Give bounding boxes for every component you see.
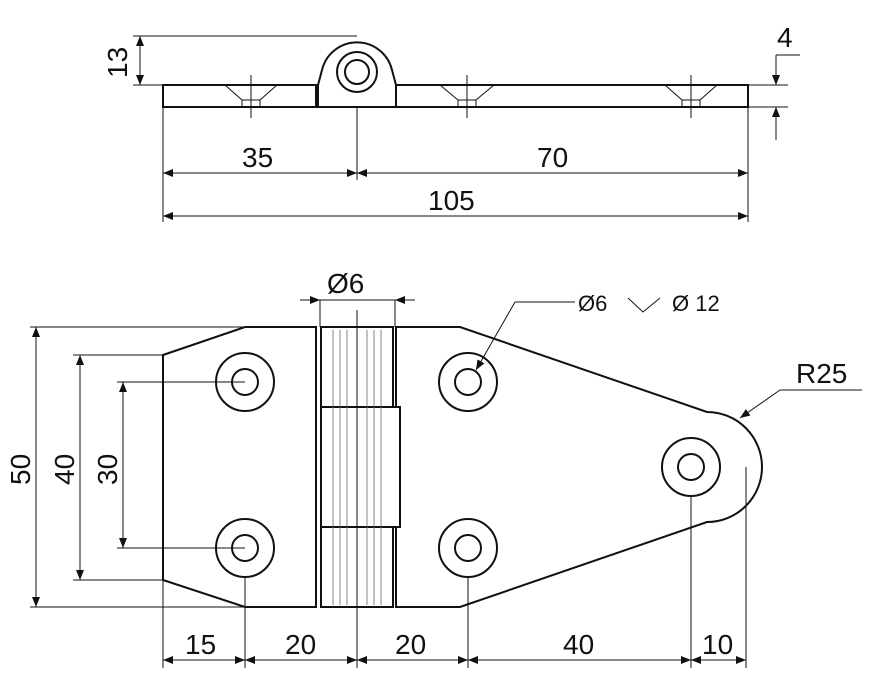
dim-height-outer-label: 50: [5, 454, 36, 485]
hole-top-right: [438, 352, 498, 412]
side-view-countersinks: [224, 75, 718, 118]
dim-bottom-seg-5: 10: [691, 629, 746, 664]
dim-top-height: 13: [102, 35, 357, 86]
front-view: Ø6 Ø6 Ø 12 R25 50 40: [5, 268, 862, 668]
dim-height-mid: 40: [49, 354, 163, 581]
dim-height-outer: 50: [5, 326, 245, 608]
dim-bottom-seg-4-label: 40: [563, 629, 594, 660]
dim-height-inner-label: 30: [92, 454, 123, 485]
front-view-left-leaf: [162, 326, 317, 608]
dim-bottom-seg-3: 20: [357, 629, 468, 664]
side-view-plate: [162, 84, 749, 108]
dim-plate-thickness: 4: [748, 22, 800, 140]
dim-radius: R25: [739, 358, 862, 419]
dim-bottom-seg-4: 40: [468, 629, 691, 664]
dim-top-total-length-label: 105: [428, 185, 475, 216]
dim-bottom-seg-5-label: 10: [702, 629, 733, 660]
hole-callout: Ø6 Ø 12: [475, 291, 720, 371]
front-view-right-leaf: [395, 326, 763, 608]
side-view-knuckle: [317, 41, 397, 108]
countersink-symbol: [627, 297, 661, 313]
dim-top-left-length: 35: [163, 142, 357, 177]
dim-bottom-seg-1-label: 15: [185, 629, 216, 660]
dim-top-right-length: 70: [357, 142, 748, 177]
hole-callout-countersink: Ø 12: [672, 291, 720, 316]
dim-bottom-seg-1: 15: [163, 629, 245, 664]
hole-callout-diameter: Ø6: [578, 291, 607, 316]
side-view-pin-hole-outer: [336, 51, 378, 93]
dim-height-inner: 30: [92, 381, 245, 549]
side-view-pin-hole-inner: [344, 59, 370, 85]
dim-top-height-label: 13: [102, 47, 133, 78]
dim-plate-thickness-label: 4: [777, 22, 793, 53]
dim-bottom-seg-2: 20: [245, 629, 357, 664]
dim-height-mid-label: 40: [49, 454, 80, 485]
side-view: 13 4 35 70 105: [102, 22, 800, 222]
front-view-knuckle-shading: [332, 330, 382, 605]
dim-pin-diameter-label: Ø6: [327, 268, 364, 299]
dim-top-left-length-label: 35: [242, 142, 273, 173]
dim-radius-label: R25: [796, 358, 847, 389]
dim-bottom-seg-2-label: 20: [285, 629, 316, 660]
dim-top-right-length-label: 70: [537, 142, 568, 173]
dim-top-total-length: 105: [163, 185, 748, 220]
dim-bottom-seg-3-label: 20: [395, 629, 426, 660]
front-view-knuckle-center: [320, 406, 401, 528]
dim-pin-diameter: Ø6: [300, 268, 415, 327]
